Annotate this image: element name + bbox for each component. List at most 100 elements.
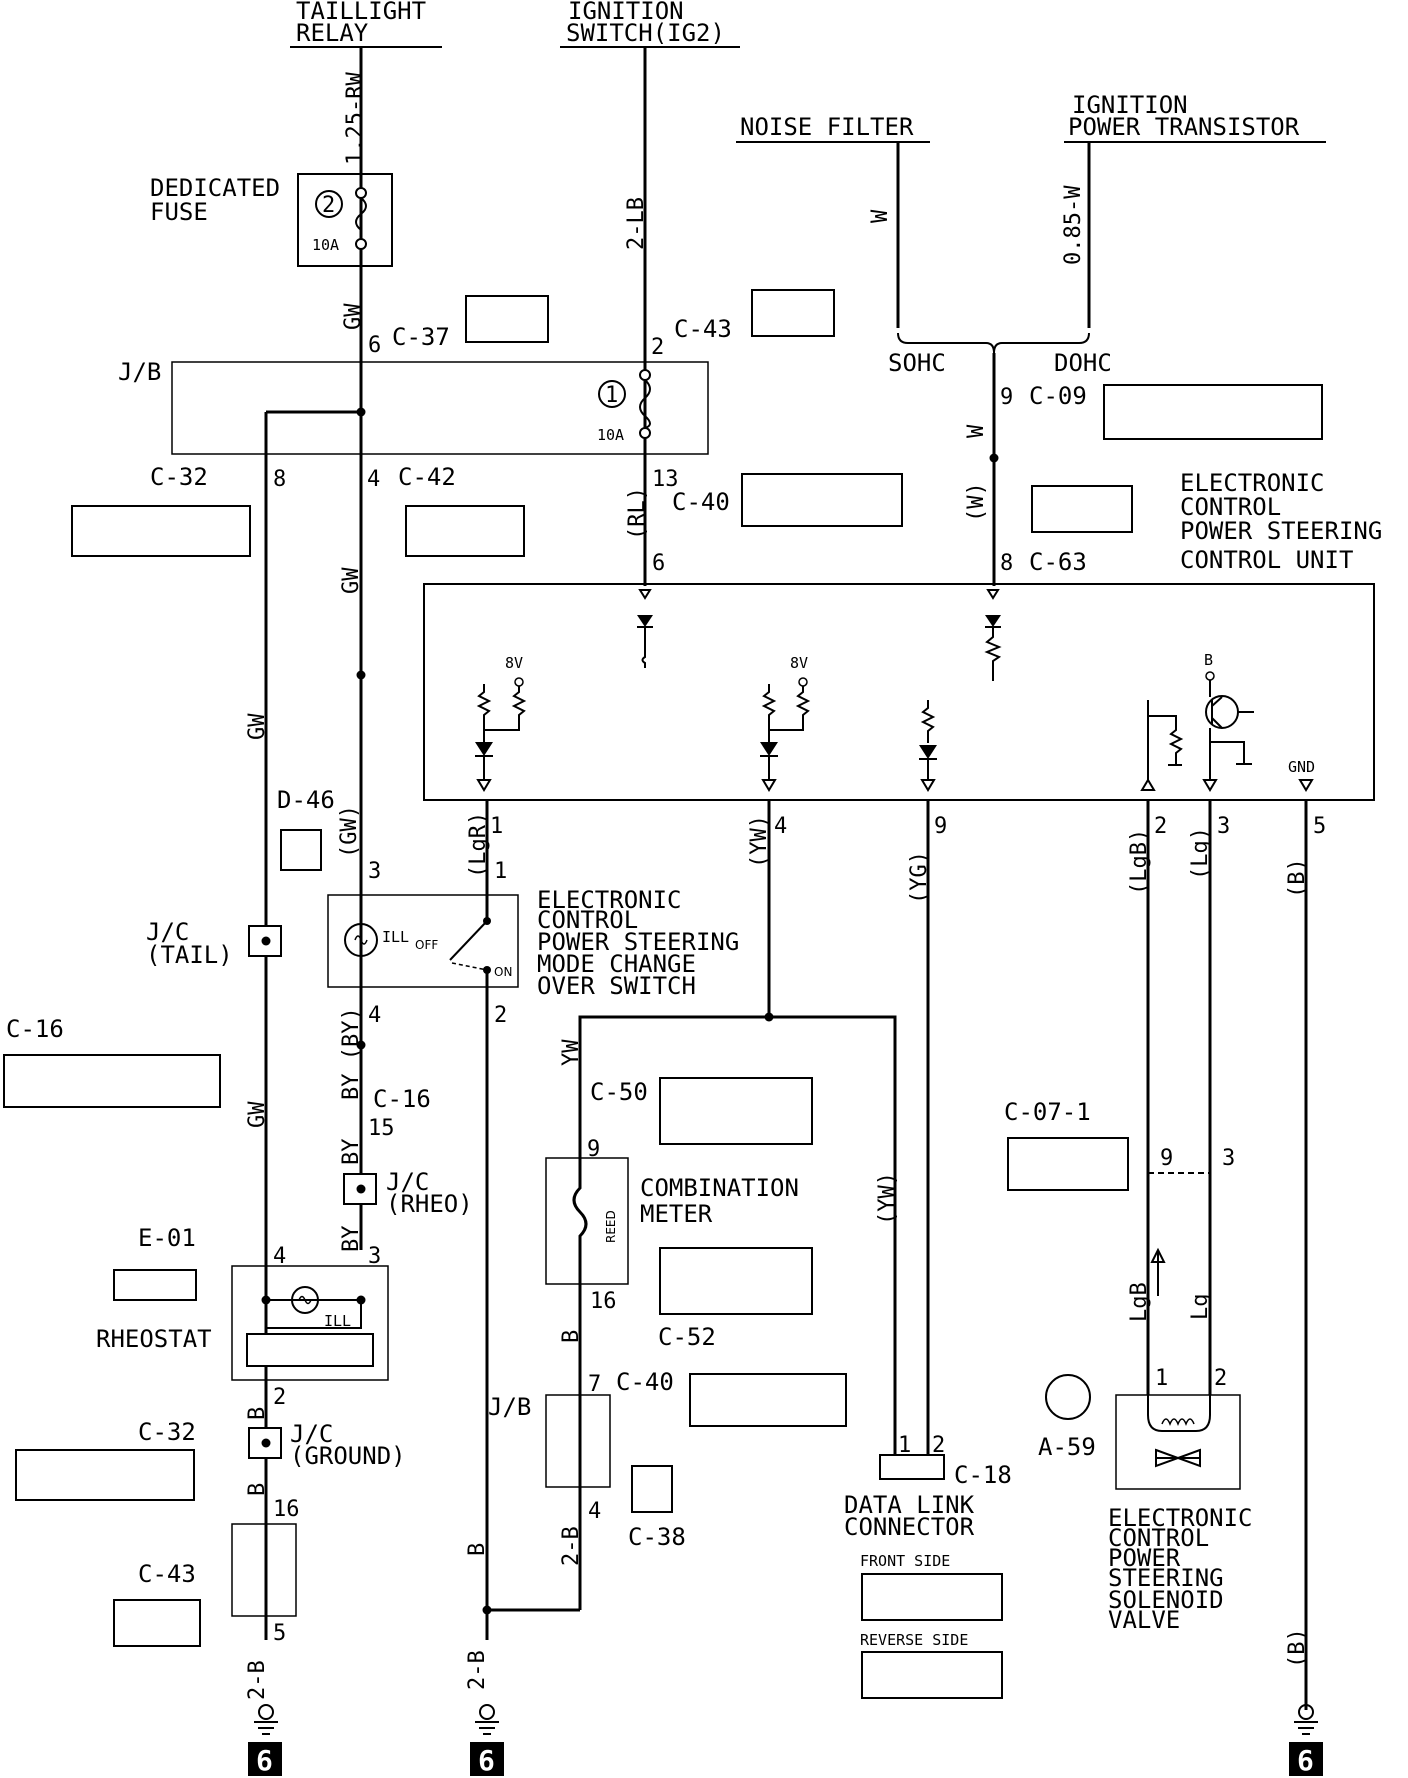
svg-text:DEDICATED: DEDICATED: [150, 174, 280, 202]
wire-label: (W): [964, 482, 989, 522]
combination-meter: REED COMBINATION METER: [545, 1157, 799, 1285]
connector-c52-icon: [659, 1247, 813, 1315]
connector-c40b: C-40: [616, 1368, 674, 1396]
mode-change-switch: ILL OFF ON: [327, 894, 519, 988]
connector-c16b: C-16: [373, 1085, 431, 1113]
dlc-front-icon: [861, 1573, 1003, 1621]
pin-9: 9: [587, 1137, 600, 1162]
connector-c38-icon: [631, 1465, 673, 1513]
connector-c37: C-37: [392, 323, 450, 351]
wire-label: GW: [245, 1101, 270, 1128]
connector-c43b: C-43: [138, 1560, 196, 1588]
connector-e01: E-01: [138, 1224, 196, 1252]
pin-8: 8: [1000, 551, 1013, 576]
connector-c32b-icon: [15, 1449, 195, 1501]
connector-a59-icon: [1045, 1374, 1091, 1420]
svg-text:1: 1: [605, 383, 618, 408]
pin-4: 4: [774, 814, 787, 839]
connector-c32-icon: [71, 505, 251, 557]
pin-4: 4: [367, 467, 380, 492]
wire-label: B: [465, 1543, 490, 1556]
connector-c50: C-50: [590, 1078, 648, 1106]
ecu-internals: 8V 8V B: [475, 589, 1315, 792]
connector-c37-icon: [465, 295, 549, 343]
pin-2: 2: [273, 1385, 286, 1410]
svg-text:J/B: J/B: [118, 358, 161, 386]
svg-text:COMBINATION: COMBINATION: [640, 1174, 799, 1202]
ecu-box: [423, 583, 1375, 801]
solenoid-label: ELECTRONIC CONTROL POWER STEERING SOLENO…: [1108, 1504, 1253, 1634]
data-link-connector: 1 2 C-18 DATA LINK CONNECTOR: [844, 1433, 1012, 1541]
wire-label: GW: [245, 713, 270, 740]
svg-text:RELAY: RELAY: [296, 19, 369, 47]
ground-symbol: 6: [1289, 1704, 1323, 1777]
wire-label: (B): [1285, 858, 1310, 898]
svg-text:(RHEO): (RHEO): [386, 1190, 473, 1218]
ignition-power-transistor-label: IGNITION POWER TRANSISTOR: [1064, 91, 1326, 143]
splice: [989, 453, 999, 463]
svg-text:POWER STEERING: POWER STEERING: [537, 928, 739, 956]
pin-3: 3: [1222, 1146, 1235, 1171]
connector-c32: C-32: [150, 463, 208, 491]
pin-4: 4: [588, 1499, 601, 1524]
connector-c16: C-16: [6, 1015, 64, 1043]
svg-text:CONTROL: CONTROL: [537, 906, 638, 934]
rheostat: RHEOSTAT ILL: [96, 1265, 389, 1381]
svg-text:(GROUND): (GROUND): [290, 1442, 406, 1470]
jc-tail: J/C (TAIL): [146, 918, 282, 969]
connector-c52: C-52: [658, 1323, 716, 1351]
connector-c63-icon: [1031, 485, 1133, 533]
pin-4: 4: [273, 1244, 286, 1269]
fuse-1: 1 10A: [597, 369, 651, 444]
connector-c16-icon: [3, 1054, 221, 1108]
svg-text:6: 6: [256, 1744, 273, 1777]
splice: [356, 1040, 366, 1050]
pin-16: 16: [590, 1289, 617, 1314]
wire-yw-branch: [578, 1015, 769, 1160]
pin-2: 2: [651, 335, 664, 360]
svg-text:CONTROL: CONTROL: [1180, 493, 1281, 521]
svg-text:SOLENOID: SOLENOID: [1108, 1586, 1224, 1614]
connector-c43b-box: [231, 1523, 297, 1617]
pin-3: 3: [368, 1244, 381, 1269]
connector-c09-icon: [1103, 384, 1323, 440]
connector-c0701: C-07-1: [1004, 1098, 1091, 1126]
svg-text:ELECTRONIC: ELECTRONIC: [1180, 469, 1325, 497]
flow-arrow: [1150, 1247, 1166, 1296]
dohc-label: DOHC: [1054, 349, 1112, 377]
wire-label: (LgB): [1127, 829, 1152, 895]
wire-label: 2-B: [559, 1526, 584, 1566]
connector-c38: C-38: [628, 1523, 686, 1551]
ground-symbol: 6: [248, 1704, 282, 1777]
svg-text:1: 1: [898, 1433, 911, 1458]
connector-c50-icon: [659, 1077, 813, 1145]
connector-c43: C-43: [674, 315, 732, 343]
pin-15: 15: [368, 1116, 395, 1141]
jc-ground: J/C (GROUND): [248, 1420, 406, 1470]
svg-text:VALVE: VALVE: [1108, 1606, 1180, 1634]
svg-text:IGNITION: IGNITION: [1072, 91, 1188, 119]
mode-switch-label: ELECTRONIC CONTROL POWER STEERING MODE C…: [537, 886, 739, 1000]
ground-symbol: 6: [470, 1704, 504, 1777]
wire-label: (GW): [337, 805, 362, 858]
wire-label: B: [245, 1483, 270, 1496]
svg-text:10A: 10A: [597, 426, 624, 444]
connector-c40: C-40: [672, 488, 730, 516]
pin-6: 6: [652, 551, 665, 576]
svg-text:6: 6: [478, 1744, 495, 1777]
wire-label: 2-B: [465, 1650, 490, 1690]
pin-1: 1: [1155, 1366, 1168, 1391]
pin-9: 9: [934, 814, 947, 839]
svg-text:ILL: ILL: [382, 928, 409, 946]
wire-label: B: [245, 1407, 270, 1420]
svg-text:MODE CHANGE: MODE CHANGE: [537, 950, 696, 978]
pin-9: 9: [1000, 385, 1013, 410]
svg-text:8V: 8V: [790, 654, 808, 672]
svg-text:ELECTRONIC: ELECTRONIC: [537, 886, 682, 914]
pin-7: 7: [588, 1372, 601, 1397]
pin-16: 16: [273, 1497, 300, 1522]
pin-3: 3: [1217, 814, 1230, 839]
pin-2: 2: [1154, 814, 1167, 839]
wire-label: GW: [339, 567, 364, 594]
svg-text:SWITCH(IG2): SWITCH(IG2): [566, 19, 725, 47]
